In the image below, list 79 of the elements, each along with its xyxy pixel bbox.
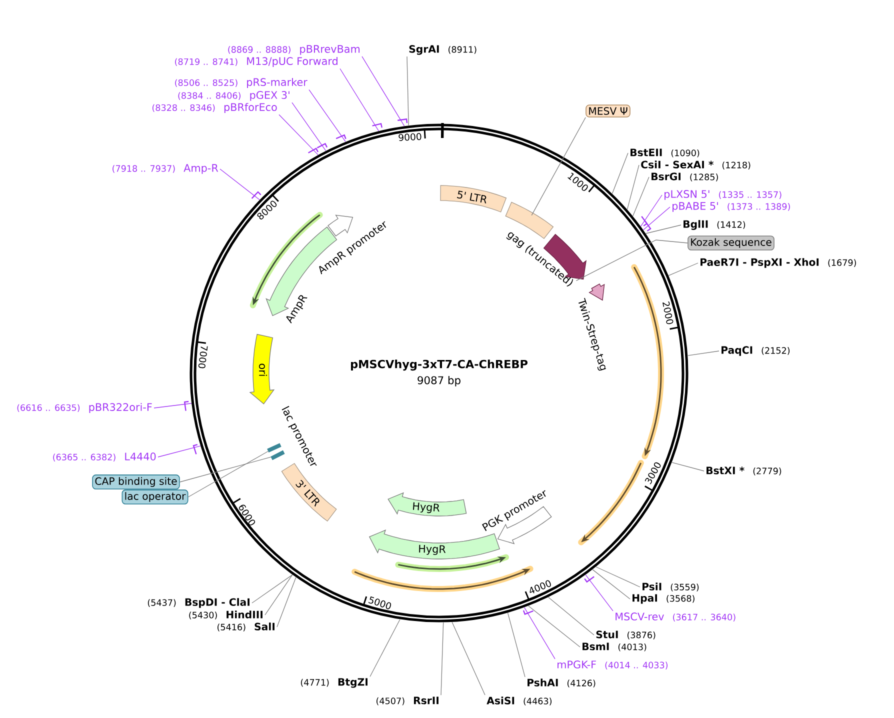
leader-line bbox=[370, 619, 400, 677]
enzyme-label: PaeR7I - PspXI - XhoI (1679) bbox=[700, 258, 856, 268]
leader-line bbox=[440, 622, 444, 696]
position-label: 9000 bbox=[398, 133, 422, 142]
site-bar bbox=[270, 450, 285, 460]
leader-line bbox=[507, 612, 526, 678]
enzyme-label: BstEII (1090) bbox=[630, 148, 700, 158]
primer-label: (8719 .. 8741) M13/pUC Forward bbox=[175, 56, 338, 68]
leader-line bbox=[406, 56, 409, 126]
enzyme-label: SgrAI (8911) bbox=[409, 45, 476, 55]
feature-callout: Kozak sequence bbox=[688, 236, 774, 250]
leader-line bbox=[154, 403, 192, 408]
position-label: 2000 bbox=[662, 301, 674, 324]
leader-line bbox=[592, 569, 630, 600]
leader-line bbox=[276, 577, 296, 628]
leader-line bbox=[548, 596, 594, 636]
leader-line bbox=[452, 622, 486, 696]
leader-line bbox=[308, 89, 346, 142]
primer-label: pLXSN 5' (1335 .. 1357) bbox=[664, 190, 782, 200]
leader-line bbox=[158, 446, 201, 458]
primer-label: (8328 .. 8346) pBRforEco bbox=[152, 102, 277, 114]
primer-label: mPGK-F (4014 .. 4033) bbox=[558, 660, 668, 670]
enzyme-label: StuI (3876) bbox=[596, 630, 656, 640]
leader-line bbox=[612, 152, 628, 194]
primer-label: pBABE 5' (1373 .. 1389) bbox=[672, 202, 790, 212]
feature-block: HygR bbox=[388, 492, 467, 516]
primer-label: MSCV-rev (3617 .. 3640) bbox=[616, 612, 736, 622]
primer-label: (6616 .. 6635) pBR322ori-F bbox=[17, 402, 152, 414]
leader-line bbox=[362, 56, 405, 126]
leader-line bbox=[672, 462, 704, 472]
position-label: 7000 bbox=[198, 346, 208, 368]
feature-callout: MESV Ψ bbox=[586, 104, 630, 118]
primer-label: (8384 .. 8406) pGEX 3' bbox=[178, 91, 290, 101]
leader-line bbox=[180, 456, 272, 482]
site-bar bbox=[267, 443, 282, 452]
primer-label: (7918 .. 7937) Amp-R bbox=[112, 164, 218, 174]
enzyme-label: PshAI (4126) bbox=[528, 678, 596, 688]
enzyme-label: (4771) BtgZI bbox=[300, 678, 368, 688]
enzyme-label: AsiSI (4463) bbox=[486, 696, 552, 706]
leader-line bbox=[688, 350, 720, 356]
leader-line bbox=[252, 574, 293, 604]
leader-line bbox=[576, 240, 688, 281]
feature-callout: lac operator bbox=[122, 490, 188, 504]
leader-line bbox=[668, 262, 698, 276]
leader-line bbox=[645, 224, 682, 234]
leader-line bbox=[596, 566, 640, 588]
enzyme-label: BglII (1412) bbox=[684, 220, 746, 230]
primer-label: (8869 .. 8888) pBRrevBam bbox=[228, 45, 360, 55]
leader-line bbox=[524, 607, 556, 660]
leader-line bbox=[278, 114, 318, 156]
leader-line bbox=[264, 574, 293, 616]
leader-line bbox=[640, 194, 662, 227]
enzyme-label: BsmI (4013) bbox=[582, 642, 646, 652]
enzyme-label: PsiI (3559) bbox=[642, 582, 699, 592]
position-label: 4000 bbox=[530, 580, 551, 594]
enzyme-label: (5416) SalI bbox=[218, 622, 274, 632]
enzyme-label: BstXI * (2779) bbox=[706, 466, 782, 476]
leader-line bbox=[340, 68, 379, 132]
primer-label: (6365 .. 6382) L4440 bbox=[53, 452, 156, 462]
leader-line bbox=[292, 102, 326, 152]
enzyme-label: (5437) BspDI - ClaI bbox=[148, 598, 250, 608]
enzyme-label: (4507) RsrII bbox=[376, 696, 438, 706]
leader-line bbox=[220, 168, 260, 200]
enzyme-label: PaqCI (2152) bbox=[722, 346, 790, 356]
enzyme-label: HpaI (3568) bbox=[632, 594, 694, 604]
position-label: 5000 bbox=[368, 596, 392, 610]
feature-callout: CAP binding site bbox=[92, 474, 180, 490]
leader-line bbox=[531, 117, 586, 216]
leader-line bbox=[188, 450, 268, 498]
leader-line bbox=[626, 164, 640, 210]
enzyme-label: BsrGI (1285) bbox=[652, 172, 718, 182]
leader-line bbox=[643, 206, 670, 230]
leader-line bbox=[528, 606, 580, 648]
primer-label: (8506 .. 8525) pRS-marker bbox=[175, 78, 308, 88]
leader-line bbox=[585, 574, 614, 612]
leader-line bbox=[632, 176, 650, 216]
feature-box: 5' LTR bbox=[440, 185, 507, 212]
enzyme-label: CsiI - SexAI * (1218) bbox=[641, 160, 750, 170]
enzyme-label: (5430) HindIII bbox=[189, 610, 262, 620]
